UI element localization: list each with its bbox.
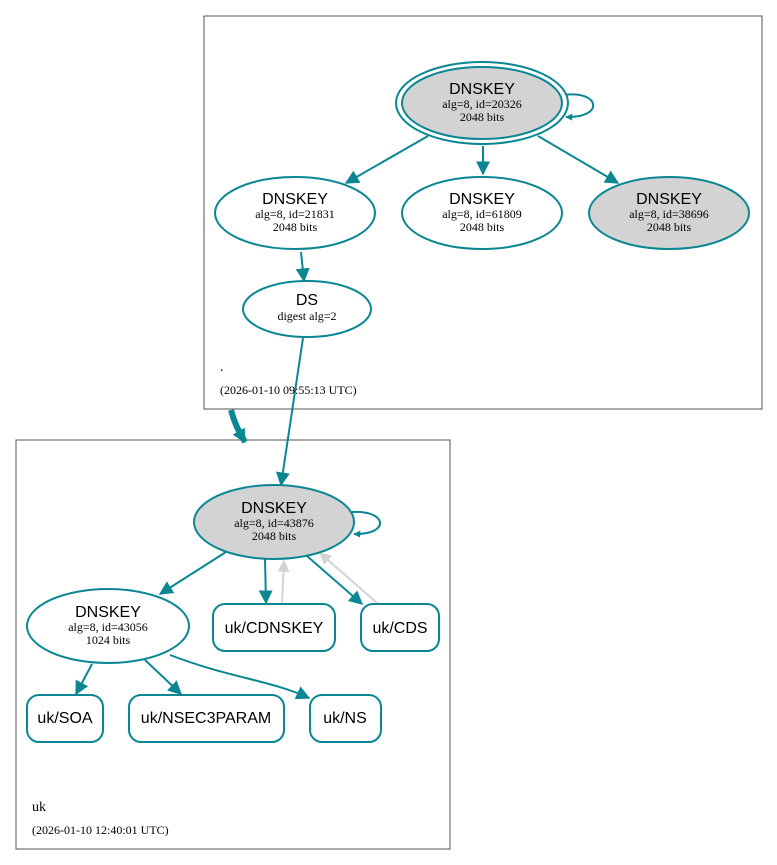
root-zsk1-alg: alg=8, id=21831: [255, 207, 335, 221]
edge-zsk-to-ns: [169, 654, 311, 700]
edge-ds-to-uk-ksk: [275, 337, 304, 487]
edge-delegation: [228, 409, 248, 444]
uk-cdnskey-label: uk/CDNSKEY: [225, 620, 324, 637]
edge-cdnskey-to-uk-ksk: [277, 559, 290, 604]
root-ksk-title: DNSKEY: [449, 81, 515, 98]
root-zsk1-title: DNSKEY: [262, 191, 328, 208]
uk-cdnskey-node[interactable]: uk/CDNSKEY: [212, 603, 336, 652]
root-ksk2-node[interactable]: DNSKEY alg=8, id=38696 2048 bits: [588, 176, 750, 250]
uk-cds-node[interactable]: uk/CDS: [360, 603, 440, 652]
uk-ksk-title: DNSKEY: [241, 500, 307, 517]
edge-uk-ksk-to-cds: [306, 555, 364, 605]
root-zsk1-node[interactable]: DNSKEY alg=8, id=21831 2048 bits: [214, 176, 376, 250]
root-zone-cluster: [203, 15, 763, 410]
edge-ksk-self: [563, 93, 595, 121]
edge-uk-ksk-self: [351, 510, 381, 538]
edge-ksk-to-zsk1: [344, 135, 429, 184]
edge-zsk-to-nsec3param: [144, 659, 183, 695]
root-zsk2-title: DNSKEY: [449, 191, 515, 208]
root-zone-name: .: [220, 360, 224, 375]
uk-zsk-node[interactable]: DNSKEY alg=8, id=43056 1024 bits: [26, 588, 190, 664]
root-ds-node[interactable]: DS digest alg=2: [242, 280, 372, 338]
root-ksk2-title: DNSKEY: [636, 191, 702, 208]
root-zsk2-alg: alg=8, id=61809: [442, 207, 522, 221]
root-zsk2-bits: 2048 bits: [460, 220, 505, 234]
uk-soa-node[interactable]: uk/SOA: [26, 694, 104, 743]
uk-soa-label: uk/SOA: [37, 710, 92, 727]
root-ds-digest: digest alg=2: [277, 309, 336, 323]
root-ds-title: DS: [296, 292, 318, 309]
root-zsk2-node[interactable]: DNSKEY alg=8, id=61809 2048 bits: [401, 176, 563, 250]
root-ksk-node[interactable]: DNSKEY alg=8, id=20326 2048 bits: [395, 61, 569, 145]
uk-cds-label: uk/CDS: [372, 620, 427, 637]
uk-zone-timestamp: (2026-01-10 12:40:01 UTC): [32, 823, 169, 837]
uk-zsk-title: DNSKEY: [75, 604, 141, 621]
uk-ns-label: uk/NS: [323, 710, 367, 727]
uk-ksk-alg: alg=8, id=43876: [234, 516, 314, 530]
uk-nsec3param-label: uk/NSEC3PARAM: [141, 710, 271, 727]
uk-zone-name: uk: [32, 800, 46, 815]
root-ksk-alg: alg=8, id=20326: [442, 97, 522, 111]
root-ksk2-alg: alg=8, id=38696: [629, 207, 709, 221]
edge-ksk-to-ksk2: [537, 135, 620, 184]
uk-ksk-node[interactable]: DNSKEY alg=8, id=43876 2048 bits: [193, 484, 355, 560]
root-zone-timestamp: (2026-01-10 09:55:13 UTC): [220, 383, 357, 397]
edge-uk-ksk-to-zsk: [158, 551, 227, 595]
uk-ksk-bits: 2048 bits: [252, 529, 297, 543]
edge-cds-to-uk-ksk: [319, 552, 378, 604]
root-ksk-bits: 2048 bits: [460, 110, 505, 124]
uk-zsk-alg: alg=8, id=43056: [68, 620, 148, 634]
root-ksk2-bits: 2048 bits: [647, 220, 692, 234]
edge-zsk1-to-ds: [295, 251, 310, 283]
root-zsk1-bits: 2048 bits: [273, 220, 318, 234]
uk-zsk-bits: 1024 bits: [86, 633, 131, 647]
uk-nsec3param-node[interactable]: uk/NSEC3PARAM: [128, 694, 285, 743]
edge-uk-ksk-to-cdnskey: [258, 558, 273, 605]
uk-ns-node[interactable]: uk/NS: [309, 694, 382, 743]
edge-zsk-to-soa: [75, 663, 93, 696]
